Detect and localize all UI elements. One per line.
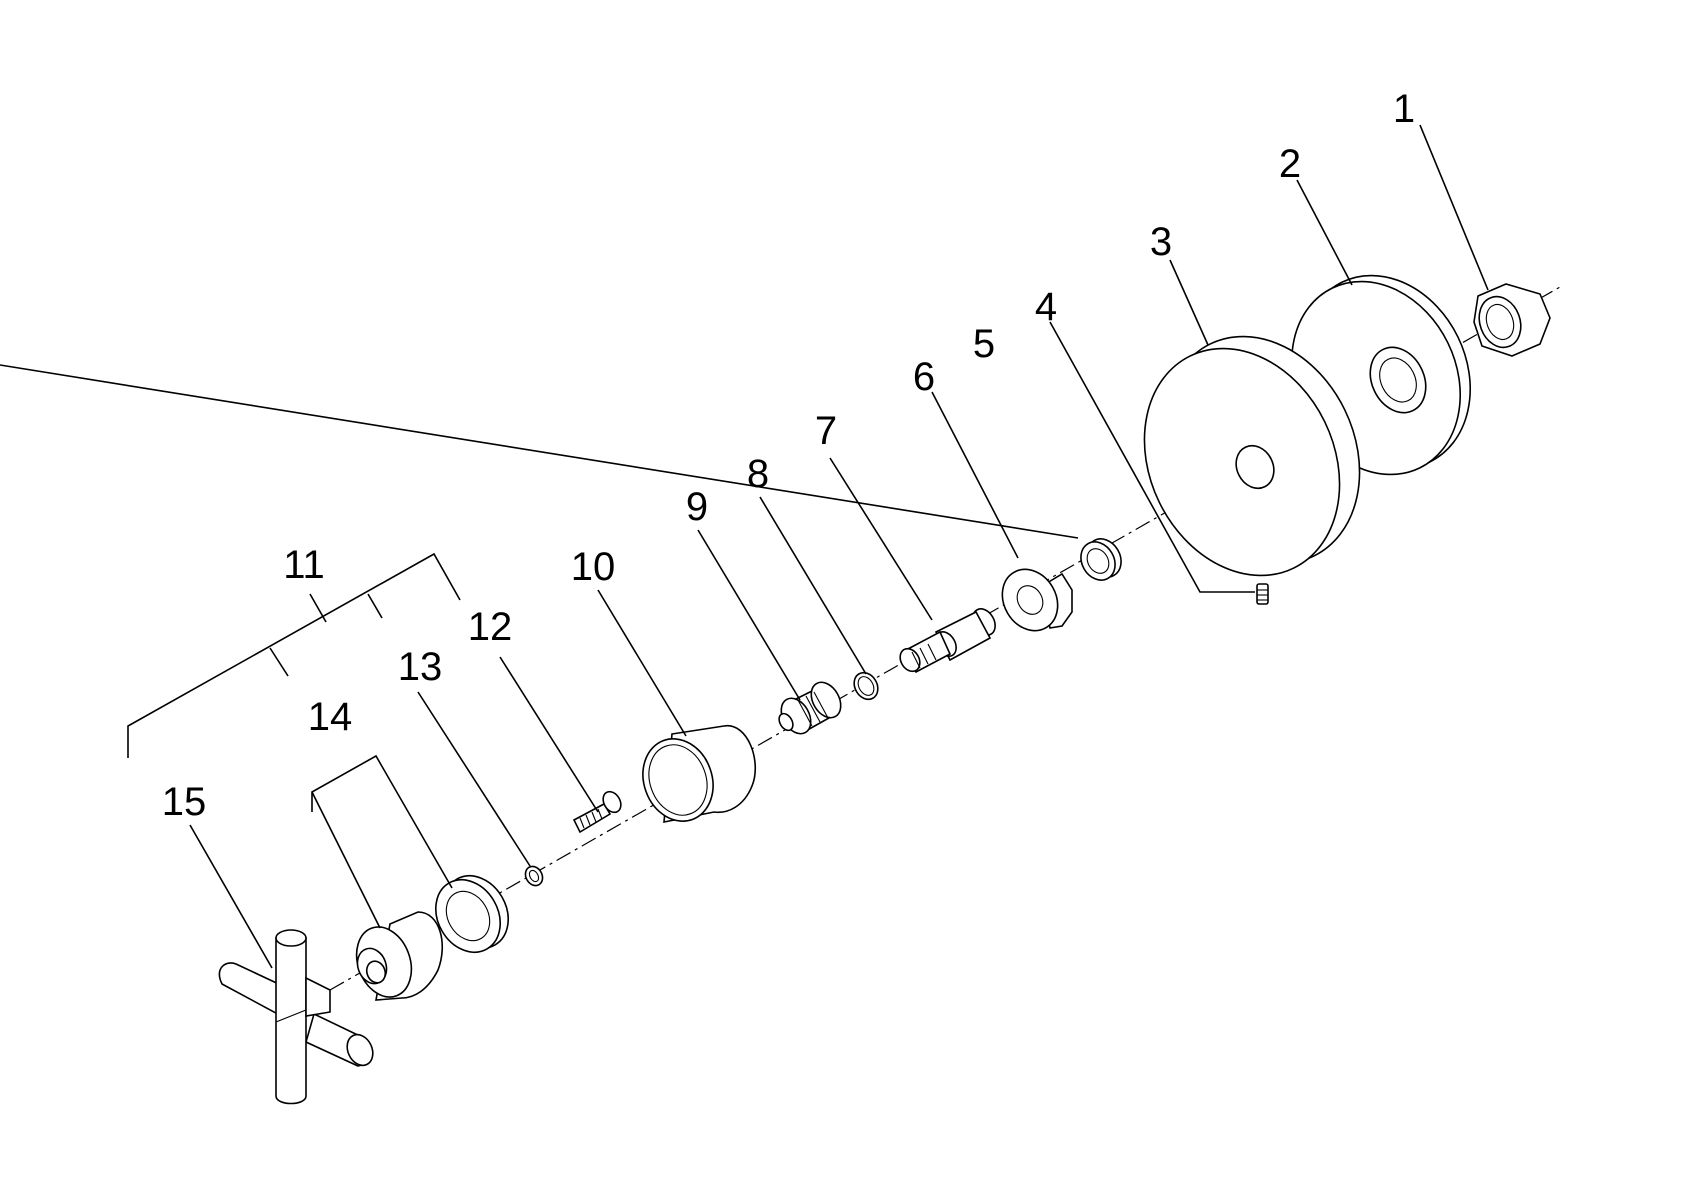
part-4-grub-screw bbox=[1256, 583, 1269, 605]
label-7: 7 bbox=[815, 409, 837, 453]
part-7-spindle bbox=[899, 608, 996, 674]
leader-6 bbox=[931, 391, 1019, 559]
part-13-washer bbox=[524, 865, 544, 887]
leader-2 bbox=[1296, 179, 1353, 286]
label-10: 10 bbox=[571, 545, 616, 589]
part-15-cross-handle bbox=[218, 929, 374, 1105]
label-3: 3 bbox=[1150, 220, 1172, 264]
part-9-splined-adapter bbox=[778, 681, 842, 735]
leader-4 bbox=[1049, 321, 1255, 593]
part-6-bonnet-nut bbox=[1001, 568, 1073, 632]
label-5: 5 bbox=[973, 322, 995, 366]
label-4: 4 bbox=[1035, 285, 1057, 329]
bracket-11-tick-a bbox=[269, 647, 289, 677]
bracket-11-tick-b bbox=[367, 593, 383, 619]
label-6: 6 bbox=[913, 355, 935, 399]
leader-12 bbox=[499, 656, 599, 813]
label-1: 1 bbox=[1393, 87, 1415, 131]
leader-5 bbox=[0, 364, 1079, 539]
part-10-sleeve bbox=[642, 725, 757, 823]
leader-13 bbox=[417, 691, 531, 867]
part-8-o-ring bbox=[853, 671, 879, 701]
leader-7 bbox=[829, 457, 933, 621]
label-13: 13 bbox=[398, 645, 443, 689]
leader-9 bbox=[697, 529, 801, 701]
leader-10 bbox=[597, 589, 687, 737]
label-12: 12 bbox=[468, 605, 513, 649]
part-5-ring bbox=[1080, 538, 1122, 581]
bracket-11 bbox=[127, 552, 461, 758]
label-8: 8 bbox=[747, 452, 769, 496]
part-14-cap-ring bbox=[435, 875, 509, 953]
bracket-14 bbox=[311, 754, 453, 889]
leader-1 bbox=[1419, 124, 1489, 291]
label-2: 2 bbox=[1279, 142, 1301, 186]
part-3-escutcheon bbox=[1143, 335, 1361, 577]
bracket-11-stem bbox=[309, 593, 327, 623]
part-12-screw bbox=[572, 790, 622, 834]
leader-3 bbox=[1169, 259, 1209, 346]
label-11: 11 bbox=[283, 543, 325, 587]
bracket-14-leader bbox=[311, 791, 381, 929]
label-14: 14 bbox=[308, 695, 353, 739]
leader-8 bbox=[759, 496, 867, 675]
label-9: 9 bbox=[686, 485, 708, 529]
label-15: 15 bbox=[162, 780, 207, 824]
part-1-hex-nut bbox=[1473, 283, 1551, 357]
leader-15 bbox=[189, 824, 273, 969]
part-14-handle-hub bbox=[355, 911, 444, 1001]
